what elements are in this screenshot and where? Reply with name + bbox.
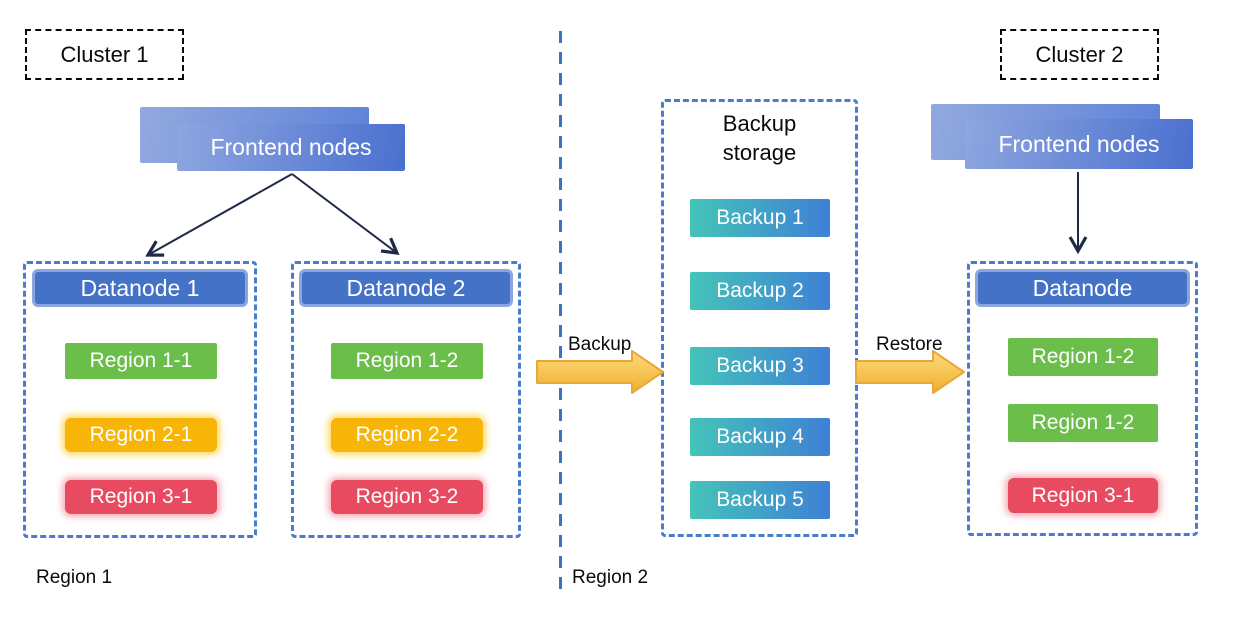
restore-block-arrow — [855, 350, 965, 394]
datanode1-title: Datanode 1 — [80, 274, 200, 301]
region-box-1-2: Region 1-2 — [331, 343, 483, 379]
cluster2-region-b-label: Region 1-2 — [1031, 411, 1135, 434]
datanode1-container: Datanode 1 Region 1-1 Region 2-1 Region … — [23, 261, 257, 538]
backup-box-5: Backup 5 — [690, 481, 830, 519]
backup-storage-container: Backup storage Backup 1 Backup 2 Backup … — [661, 99, 858, 537]
cluster2-region-box-a: Region 1-2 — [1008, 338, 1158, 376]
backup-block-arrow — [536, 350, 664, 394]
backup-5-label: Backup 5 — [716, 488, 804, 511]
region-3-2-label: Region 3-2 — [355, 485, 459, 508]
datanode1-header: Datanode 1 — [32, 269, 248, 307]
backup-3-label: Backup 3 — [716, 354, 804, 377]
cluster2-region-c-label: Region 3-1 — [1031, 483, 1135, 507]
cluster1-frontend-label: Frontend nodes — [210, 134, 372, 160]
cluster1-label: Cluster 1 — [60, 41, 149, 67]
backup-2-label: Backup 2 — [716, 279, 804, 302]
frontend-to-datanode1-arrow — [145, 173, 293, 257]
cluster2-label: Cluster 2 — [1035, 41, 1124, 67]
cluster1-frontend-nodes: Frontend nodes — [177, 124, 405, 171]
cluster1-label-box: Cluster 1 — [25, 29, 184, 80]
region-2-2-label: Region 2-2 — [355, 423, 459, 446]
cluster2-region-box-c: Region 3-1 — [1008, 478, 1158, 513]
datanode2-header: Datanode 2 — [299, 269, 513, 307]
backup-storage-title: Backup storage — [664, 110, 855, 167]
region-box-3-2: Region 3-2 — [331, 480, 483, 514]
backup-box-4: Backup 4 — [690, 418, 830, 456]
backup-storage-title-text: Backup storage — [722, 111, 797, 165]
cluster2-region-a-label: Region 1-2 — [1031, 345, 1135, 368]
region-box-1-1: Region 1-1 — [65, 343, 217, 379]
region2-footer-label: Region 2 — [572, 567, 649, 588]
region-1-2-label: Region 1-2 — [355, 349, 459, 372]
backup-4-label: Backup 4 — [716, 425, 804, 448]
region-3-1-label: Region 3-1 — [89, 485, 193, 508]
cluster2-label-box: Cluster 2 — [1000, 29, 1159, 80]
cluster2-frontend-label: Frontend nodes — [998, 130, 1160, 157]
cluster2-frontend-nodes: Frontend nodes — [965, 119, 1193, 169]
region-box-2-1: Region 2-1 — [65, 418, 217, 452]
region1-footer-label: Region 1 — [36, 567, 113, 588]
datanode2-title: Datanode 2 — [346, 274, 466, 301]
restore-arrow-label: Restore — [876, 334, 943, 355]
frontend-to-datanode2-arrow — [291, 173, 400, 255]
backup-arrow-label: Backup — [568, 334, 632, 355]
region-box-3-1: Region 3-1 — [65, 480, 217, 514]
backup-box-1: Backup 1 — [690, 199, 830, 237]
backup-1-label: Backup 1 — [716, 206, 804, 229]
cluster2-region-box-b: Region 1-2 — [1008, 404, 1158, 442]
region-divider-line — [559, 31, 562, 598]
backup-box-3: Backup 3 — [690, 347, 830, 385]
backup-box-2: Backup 2 — [690, 272, 830, 310]
region-box-2-2: Region 2-2 — [331, 418, 483, 452]
cluster2-datanode-title: Datanode — [1032, 274, 1133, 301]
region-2-1-label: Region 2-1 — [89, 423, 193, 446]
datanode2-container: Datanode 2 Region 1-2 Region 2-2 Region … — [291, 261, 521, 538]
cluster2-datanode-container: Datanode Region 1-2 Region 1-2 Region 3-… — [967, 261, 1198, 536]
region-1-1-label: Region 1-1 — [89, 349, 193, 372]
cluster2-datanode-header: Datanode — [975, 269, 1190, 307]
